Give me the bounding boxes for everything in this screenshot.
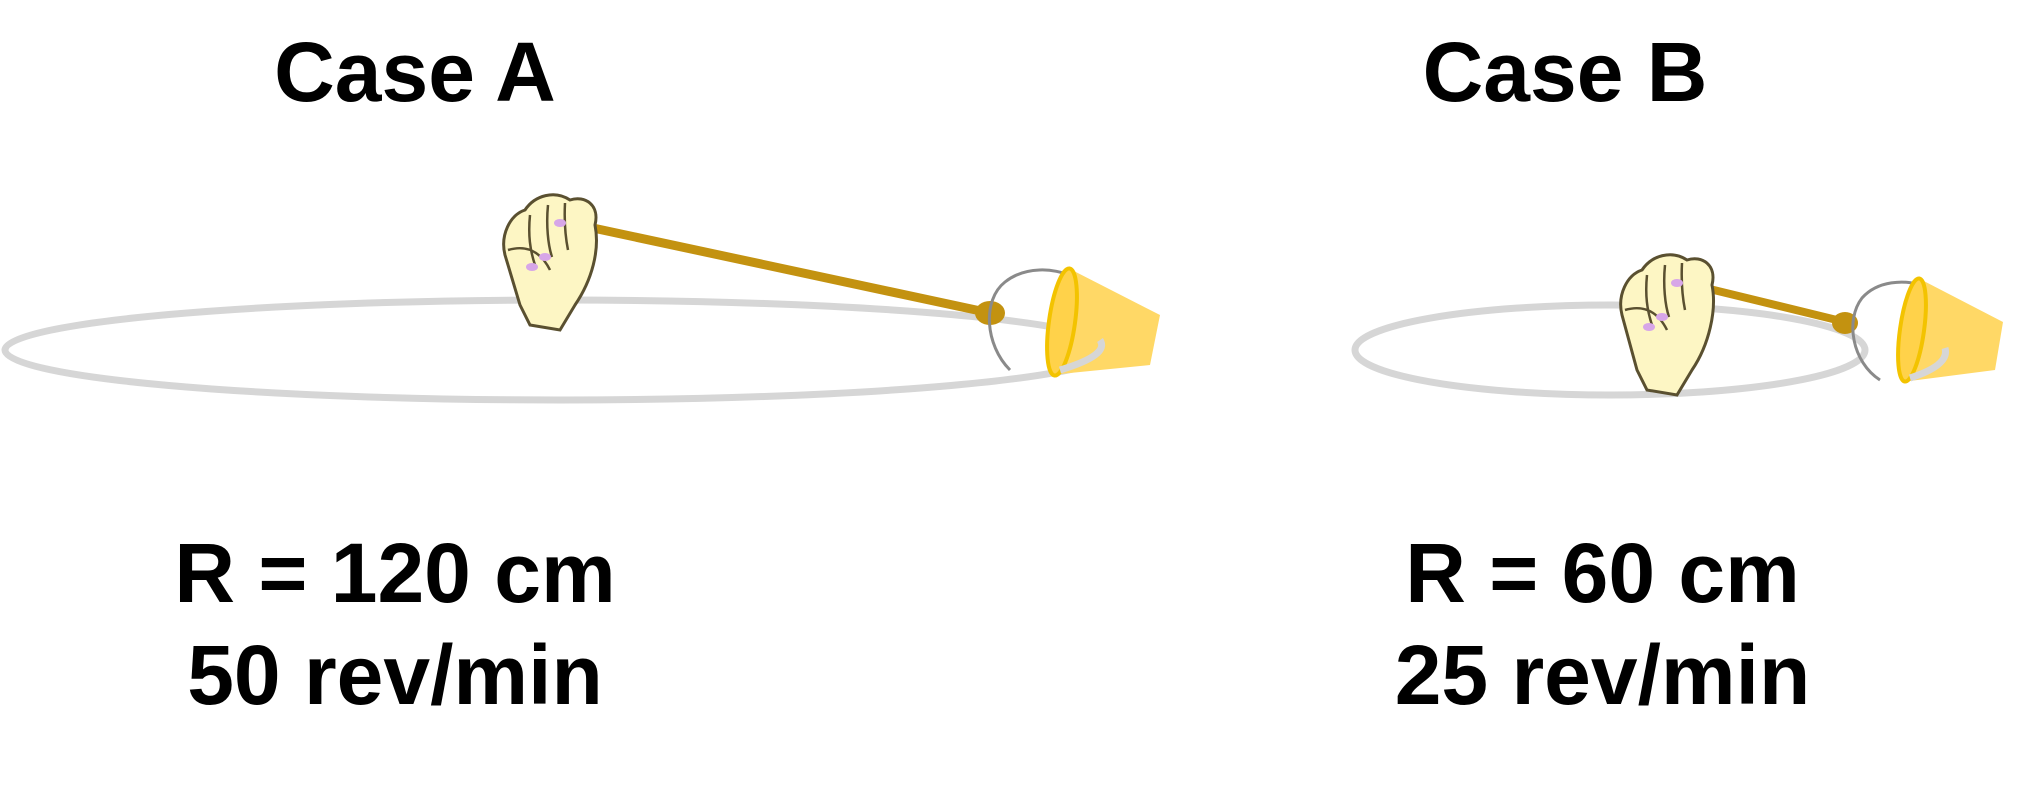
case-b-panel: Case B R = 60 cm 25 rev/min — [1340, 0, 2025, 792]
hand-fist-icon — [502, 193, 598, 332]
case-b-title: Case B — [1422, 25, 1708, 119]
case-b-bucket-handle — [1851, 280, 1921, 382]
case-a-rope — [560, 217, 995, 318]
case-b-speed: 25 rev/min — [1394, 628, 1811, 722]
bucket-icon — [1896, 276, 2003, 384]
case-b-orbit — [1351, 301, 1869, 399]
case-a-bucket-handle — [987, 268, 1071, 372]
case-b-diagram — [1351, 253, 2003, 399]
bucket-icon — [1045, 266, 1160, 378]
case-a-radius: R = 120 cm — [174, 526, 616, 620]
case-a-diagram — [1, 193, 1160, 404]
case-a-panel: Case A R = 120 cm 50 rev/min — [60, 25, 730, 726]
case-b-parameters: R = 60 cm 25 rev/min — [1260, 522, 1945, 726]
case-a-speed: 50 rev/min — [187, 628, 603, 722]
hand-fist-icon — [1619, 253, 1715, 397]
case-a-parameters: R = 120 cm 50 rev/min — [60, 522, 730, 726]
case-b-radius: R = 60 cm — [1405, 526, 1800, 620]
case-a-title: Case A — [274, 25, 556, 119]
